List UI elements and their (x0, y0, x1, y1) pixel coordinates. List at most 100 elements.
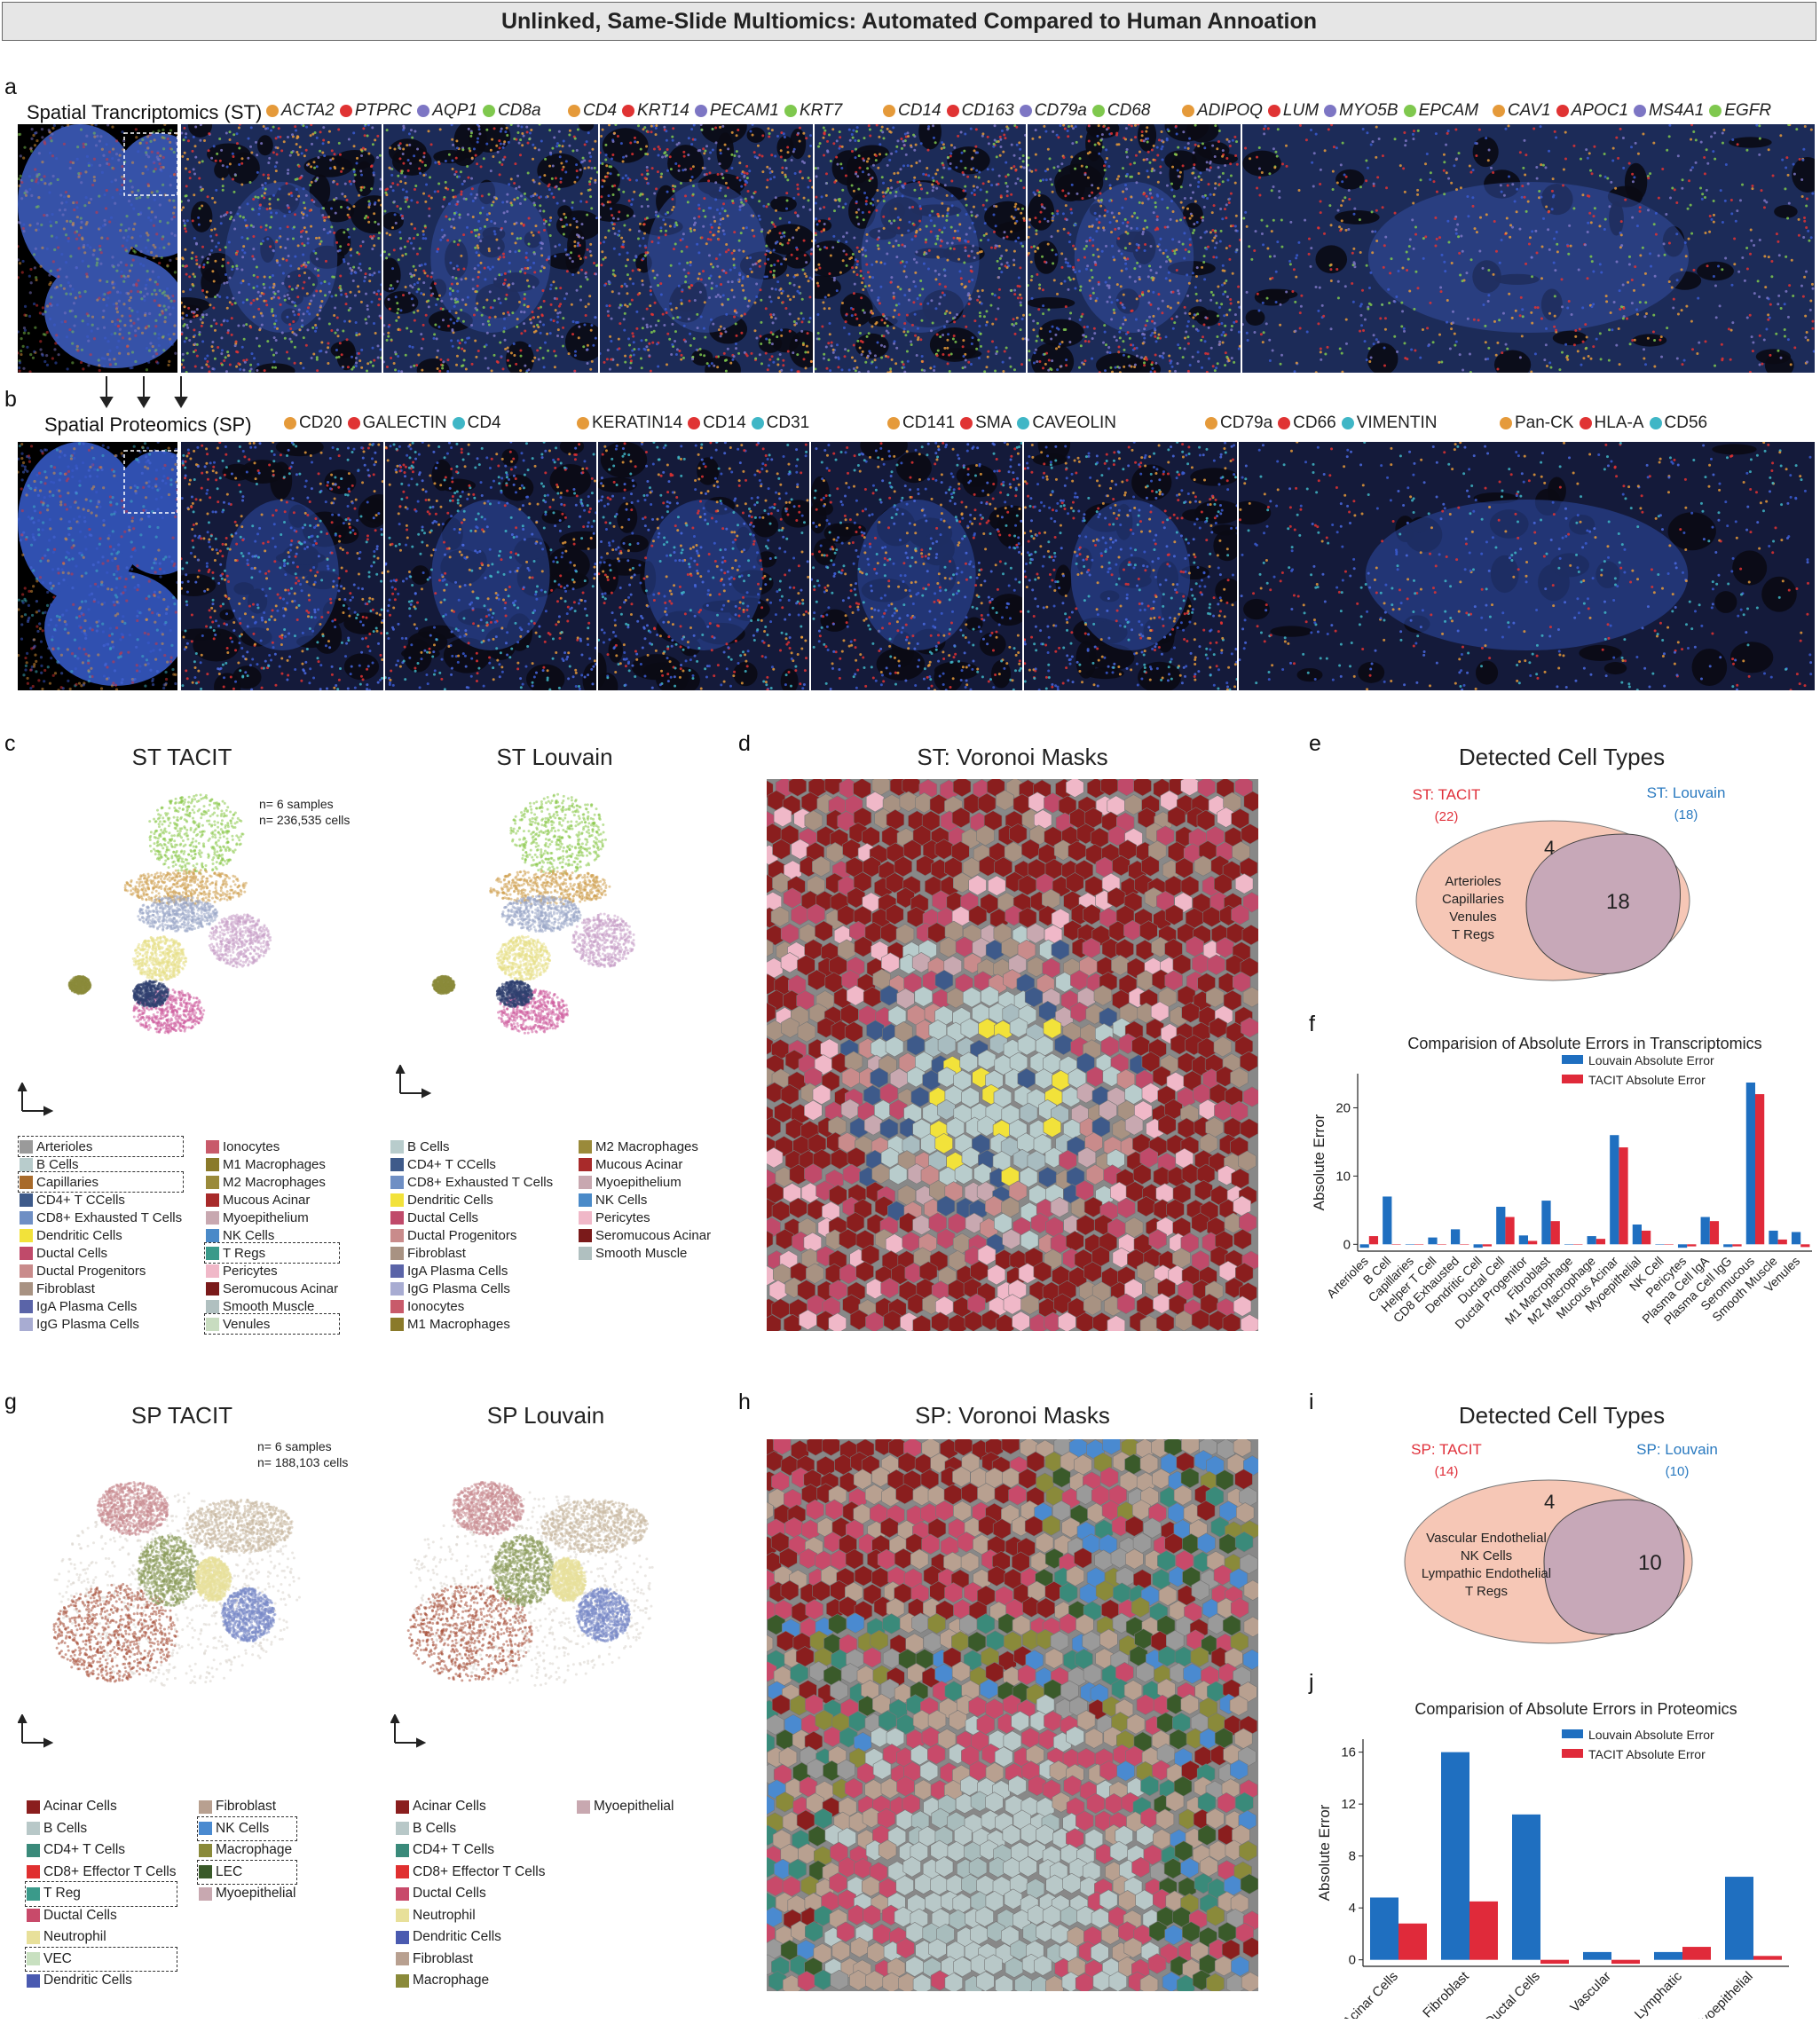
legend-swatch-icon (206, 1281, 219, 1296)
legend-label: Smooth Muscle (223, 1299, 314, 1314)
legend-label: B Cells (36, 1157, 79, 1172)
panel-label-i: i (1309, 1390, 1314, 1415)
legend-swatch-icon (579, 1210, 592, 1225)
sp-tacit-title: SP TACIT (89, 1402, 275, 1429)
panel-label-d: d (738, 731, 751, 757)
legend-swatch-icon (20, 1264, 33, 1278)
bar (1450, 1229, 1461, 1245)
legend-swatch-icon (390, 1228, 404, 1242)
legend-swatch-icon (1562, 1075, 1583, 1083)
legend-label: Capillaries (36, 1175, 98, 1190)
bar (1587, 1236, 1596, 1245)
bar (1753, 1956, 1782, 1960)
legend-label: T Reg (43, 1886, 81, 1902)
marker-label: CD79a (1205, 413, 1272, 433)
marker-dot-icon (1091, 105, 1105, 117)
st-tacit-umap (67, 793, 272, 1035)
marker-name: CD31 (767, 413, 810, 433)
x-tick-label: Vascular (1567, 1969, 1614, 2016)
marker-label: ACTA2 (266, 101, 335, 121)
legend-swatch-icon (396, 1973, 409, 1988)
marker-name: Pan-CK (1515, 413, 1574, 433)
legend-label: Myoepithelial (594, 1799, 674, 1815)
legend-swatch-icon (579, 1228, 592, 1242)
bar (1677, 1244, 1688, 1248)
bar (1383, 1196, 1392, 1245)
legend-label: Fibroblast (216, 1799, 276, 1815)
st-venn-right-count: (18) (1633, 807, 1739, 823)
legend-swatch-icon (206, 1175, 219, 1189)
marker-dot-icon (339, 105, 352, 117)
marker-label: CD79a (1019, 101, 1087, 121)
legend-swatch-icon (199, 1800, 212, 1814)
bar (1550, 1221, 1560, 1245)
sp-louvain-umap (406, 1480, 654, 1687)
st-venn-title: Detected Cell Types (1384, 744, 1739, 771)
bar (1655, 1244, 1665, 1245)
legend-swatch-icon (390, 1264, 404, 1278)
legend-swatch-icon (20, 1317, 33, 1331)
marker-dot-icon (284, 417, 296, 429)
marker-name: CAVEOLIN (1032, 413, 1116, 433)
marker-dot-icon (1278, 417, 1291, 429)
sp-error-chart: Comparision of Absolute Errors in Proteo… (1316, 1700, 1789, 2019)
marker-dot-icon (347, 417, 360, 429)
bar (1732, 1244, 1742, 1247)
st-venn-right-label: ST: Louvain (1633, 784, 1739, 802)
legend-swatch-icon (27, 1909, 40, 1923)
marker-dot-icon (1493, 105, 1505, 117)
legend-swatch-icon (390, 1193, 404, 1207)
venn-type-label: Lympathic Endothelial (1411, 1565, 1562, 1583)
bar (1405, 1244, 1414, 1245)
legend-item: B Cells (20, 1155, 182, 1173)
bar (1482, 1244, 1493, 1247)
bar (1595, 1239, 1606, 1245)
marker-label: CD163 (946, 101, 1014, 121)
legend-item: M2 Macrophages (579, 1138, 711, 1155)
marker-label: CD20 (284, 413, 343, 433)
legend-label: CD8+ Exhausted T Cells (407, 1175, 553, 1190)
legend-item: M1 Macrophages (390, 1315, 553, 1333)
marker-label: Pan-CK (1500, 413, 1574, 433)
sp-venn-right-count: (10) (1624, 1464, 1730, 1479)
legend-item: CD8+ Effector T Cells (27, 1862, 176, 1884)
legend-label: M1 Macrophages (223, 1157, 326, 1172)
bar (1428, 1237, 1438, 1245)
legend-item: T Reg (24, 1881, 178, 1907)
legend-item: IgG Plasma Cells (390, 1280, 553, 1297)
marker-dot-icon (751, 417, 764, 429)
bar (1512, 1814, 1540, 1960)
y-tick-label: 12 (1341, 1797, 1356, 1812)
legend-item: CD4+ T Cells (396, 1839, 545, 1862)
marker-dot-icon (1205, 417, 1217, 429)
marker-name: CD14 (898, 101, 942, 121)
legend-label: Ductal Cells (36, 1246, 107, 1261)
legend-label: M2 Macrophages (223, 1175, 326, 1190)
y-tick-label: 0 (1349, 1953, 1356, 1968)
bar (1518, 1235, 1528, 1245)
legend-item: Arterioles (17, 1136, 185, 1157)
bar (1541, 1201, 1551, 1245)
tissue-image-tile (815, 124, 1026, 373)
legend-label: IgG Plasma Cells (36, 1317, 139, 1332)
legend-swatch-icon (20, 1228, 33, 1242)
legend-item: CD4+ T Cells (27, 1839, 176, 1862)
sp-venn-shared-count: 10 (1638, 1551, 1662, 1576)
legend-item: Ductal Cells (20, 1244, 182, 1262)
tissue-image-tile (1024, 442, 1237, 690)
legend-swatch-icon (396, 1930, 409, 1944)
legend-item: Pericytes (206, 1262, 338, 1280)
marker-dot-icon (568, 105, 580, 117)
marker-name: CD68 (1107, 101, 1151, 121)
legend-label: Ductal Cells (407, 1210, 478, 1225)
legend-swatch-icon (27, 1800, 40, 1814)
legend-swatch-icon (206, 1193, 219, 1207)
sp-louvain-legend-col2: Myoepithelial (577, 1796, 674, 1818)
chart-title: Comparision of Absolute Errors in Proteo… (1414, 1700, 1737, 1718)
legend-swatch-icon (579, 1175, 592, 1189)
axes-corner-icon (18, 1083, 53, 1116)
marker-name: CD79a (1035, 101, 1087, 121)
sp-venn-title: Detected Cell Types (1384, 1402, 1739, 1429)
legend-swatch-icon (206, 1246, 219, 1260)
